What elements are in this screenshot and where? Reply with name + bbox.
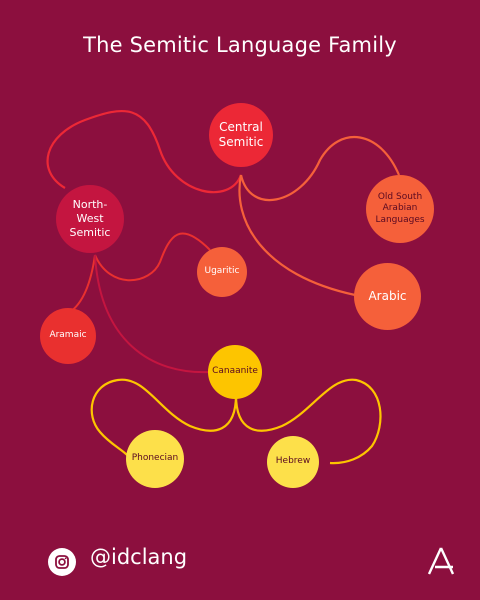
node-phonecian: Phonecian (126, 430, 184, 488)
node-label: Phonecian (131, 453, 179, 464)
node-label: North- West Semitic (69, 198, 111, 239)
node-ugaritic: Ugaritic (197, 247, 247, 297)
link-northwest-ugaritic (94, 232, 211, 282)
node-label: Arabic (368, 289, 407, 303)
node-label: Canaanite (212, 366, 258, 377)
node-arabic: Arabic (354, 263, 421, 330)
instagram-icon[interactable] (48, 548, 76, 576)
page-title: The Semitic Language Family (83, 33, 397, 57)
link-central-northwest (46, 109, 243, 194)
link-canaanite-phonecian (90, 378, 238, 457)
node-central-semitic: Central Semitic (209, 103, 273, 167)
node-old-south-arabian: Old South Arabian Languages (366, 175, 434, 243)
delta-logo-icon (426, 545, 456, 581)
link-northwest-aramaic (69, 254, 96, 313)
node-canaanite: Canaanite (208, 345, 262, 399)
node-north-west-semitic: North- West Semitic (56, 185, 124, 253)
social-handle[interactable]: @idclang (90, 545, 188, 569)
link-central-oldsouth (239, 135, 401, 202)
link-central-arabic (238, 174, 356, 297)
link-canaanite-hebrew (234, 378, 382, 465)
link-northwest-canaanite (94, 254, 212, 374)
node-label: Hebrew (275, 456, 311, 467)
node-label: Ugaritic (204, 266, 240, 277)
node-label: Central Semitic (218, 120, 264, 149)
node-hebrew: Hebrew (267, 436, 319, 488)
node-aramaic: Aramaic (40, 308, 96, 364)
node-label: Old South Arabian Languages (375, 192, 425, 225)
node-label: Aramaic (49, 330, 87, 341)
